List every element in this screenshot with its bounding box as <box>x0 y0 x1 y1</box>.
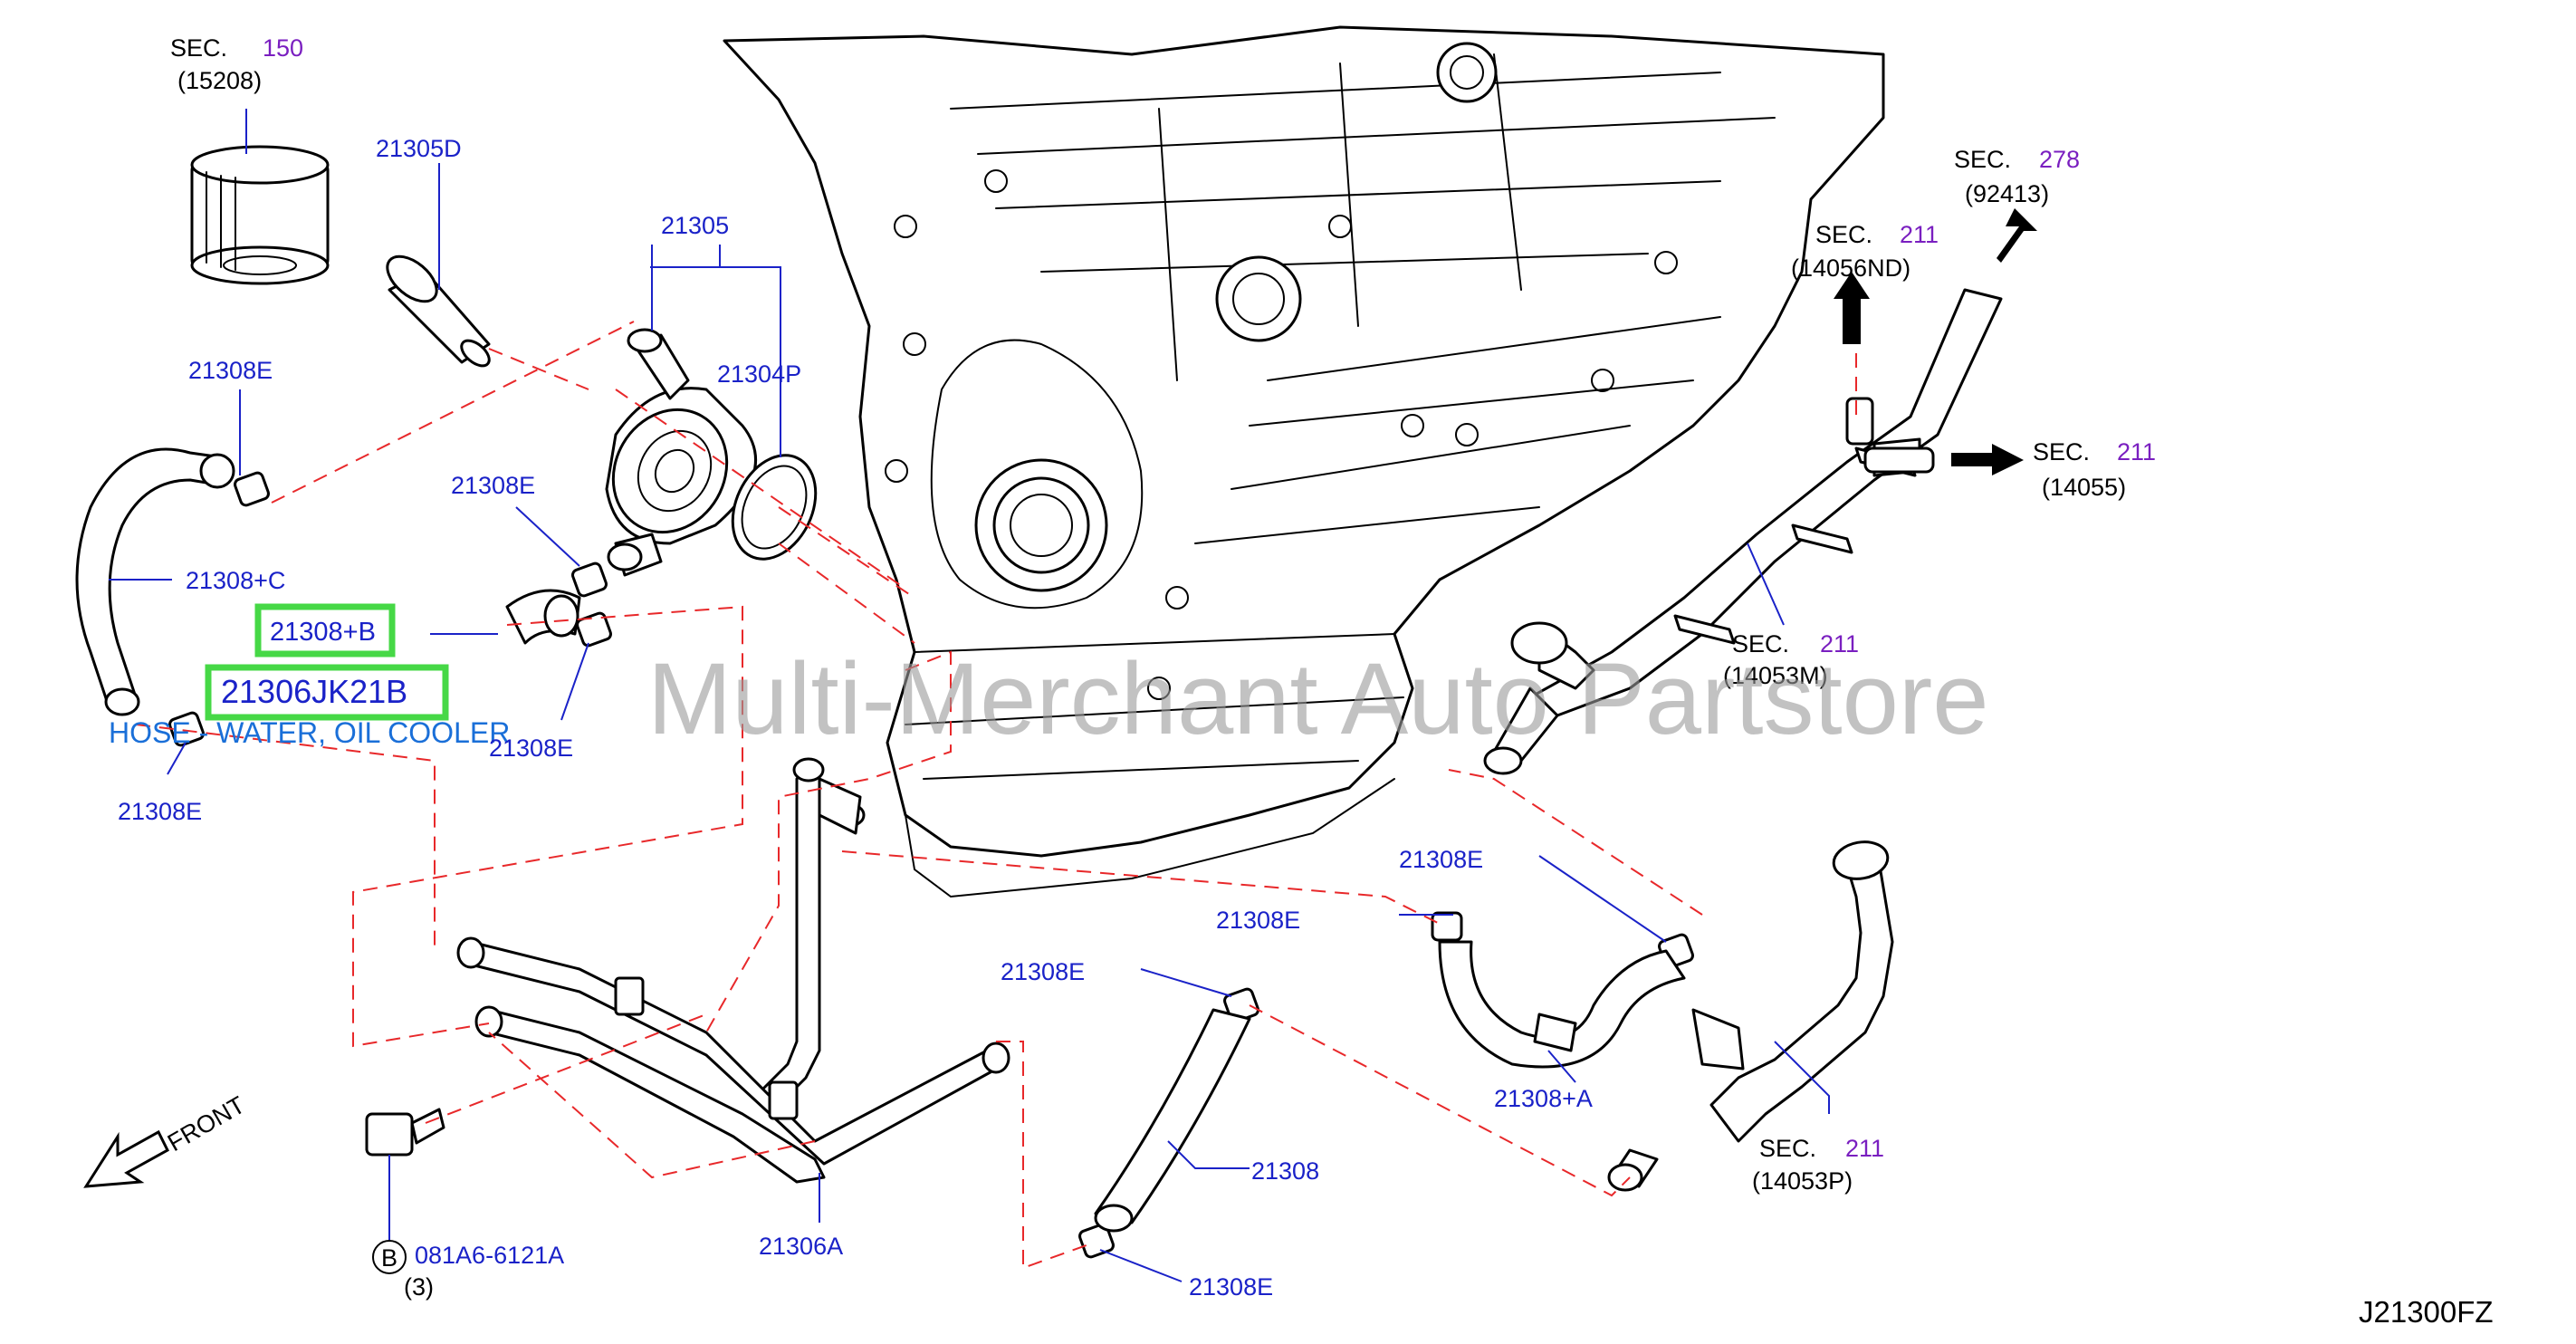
connector-21305d <box>386 254 491 368</box>
label-bolt-qty: (3) <box>404 1273 434 1301</box>
bolt-marker: B <box>372 1240 407 1274</box>
svg-text:(92413): (92413) <box>1965 180 2049 207</box>
direction-arrows <box>83 208 2037 1188</box>
svg-text:SEC.: SEC. <box>1759 1135 1816 1162</box>
water-pipe-14053m <box>1483 288 2003 775</box>
part-description: HOSE - WATER, OIL COOLER <box>109 716 510 749</box>
watermark: Multi-Merchant Auto Partstore <box>647 642 1988 755</box>
label-21308e-4[interactable]: 21308E <box>118 798 202 825</box>
svg-text:150: 150 <box>263 34 303 62</box>
section-ref-150[interactable]: SEC. 150 (15208) <box>170 34 303 94</box>
section-ref-211-14053p[interactable]: SEC. 211 (14053P) <box>1752 1135 1884 1195</box>
hose-21308 <box>1094 1008 1251 1233</box>
svg-text:(14055): (14055) <box>2042 474 2126 501</box>
svg-text:278: 278 <box>2039 146 2080 173</box>
section-ref-211-14055[interactable]: SEC. 211 (14055) <box>2033 438 2156 501</box>
svg-text:211: 211 <box>1820 630 1859 658</box>
highlight-box-21306jk21b <box>205 664 449 721</box>
label-21308e-1[interactable]: 21308E <box>188 357 273 384</box>
front-arrow-icon <box>83 1129 169 1188</box>
label-21308c[interactable]: 21308+C <box>186 567 285 594</box>
svg-text:(14053M): (14053M) <box>1723 662 1828 689</box>
oil-filter <box>190 145 330 285</box>
label-21305[interactable]: 21305 <box>661 212 729 239</box>
label-front: FRONT <box>163 1091 250 1157</box>
section-ref-211-14056nd[interactable]: SEC. 211 (14056ND) <box>1791 221 1939 282</box>
svg-text:(15208): (15208) <box>177 67 262 94</box>
label-21308e-5[interactable]: 21308E <box>1399 846 1483 873</box>
oil-cooler-21305 <box>605 328 757 577</box>
water-pipe-21306a <box>456 757 1010 1184</box>
o-ring-21304p <box>731 454 818 561</box>
svg-text:SEC.: SEC. <box>1815 221 1872 248</box>
part-labels: 21305D 21305 21304P 21308E 21308E 21308+… <box>109 135 1593 1301</box>
bolt-marker-letter: B <box>381 1244 397 1272</box>
water-pipe-14053p <box>1607 840 1894 1192</box>
svg-text:211: 211 <box>1900 221 1939 248</box>
label-bolt-code[interactable]: 081A6-6121A <box>415 1242 564 1269</box>
hose-clamps <box>168 471 1694 1259</box>
svg-text:211: 211 <box>2117 438 2156 466</box>
label-21305d[interactable]: 21305D <box>376 135 462 162</box>
hose-21308a <box>1438 940 1686 1069</box>
diagram-code: J21300FZ <box>2359 1295 2494 1329</box>
leader-lines <box>109 109 1830 1282</box>
hose-21308c <box>75 447 235 716</box>
svg-text:(14053P): (14053P) <box>1752 1167 1853 1195</box>
section-ref-211-14053m[interactable]: SEC. 211 (14053M) <box>1723 630 1859 689</box>
label-21308e-7[interactable]: 21308E <box>1001 958 1085 985</box>
highlight-box-21308b <box>254 603 396 658</box>
label-21308e-8[interactable]: 21308E <box>1189 1273 1273 1301</box>
hose-21308b <box>505 589 581 645</box>
svg-text:211: 211 <box>1845 1135 1884 1162</box>
svg-text:SEC.: SEC. <box>1732 630 1789 658</box>
label-21308e-2[interactable]: 21308E <box>451 472 535 499</box>
svg-text:SEC.: SEC. <box>2033 438 2090 466</box>
label-21308a[interactable]: 21308+A <box>1494 1085 1593 1112</box>
svg-text:(14056ND): (14056ND) <box>1791 254 1910 282</box>
engine-block <box>723 25 1885 898</box>
svg-text:SEC.: SEC. <box>1954 146 2011 173</box>
label-21306a[interactable]: 21306A <box>759 1233 843 1260</box>
label-21308e-6[interactable]: 21308E <box>1216 907 1300 934</box>
label-21308e-3[interactable]: 21308E <box>489 734 573 762</box>
label-21306jk21b[interactable]: 21306JK21B <box>221 673 407 710</box>
guide-lines <box>135 321 1857 1270</box>
svg-text:SEC.: SEC. <box>170 34 227 62</box>
label-21308b[interactable]: 21308+B <box>270 618 376 647</box>
label-21304p[interactable]: 21304P <box>717 360 801 388</box>
bolt <box>365 1108 445 1157</box>
label-21308[interactable]: 21308 <box>1251 1157 1319 1185</box>
section-ref-278[interactable]: SEC. 278 (92413) <box>1954 146 2080 207</box>
